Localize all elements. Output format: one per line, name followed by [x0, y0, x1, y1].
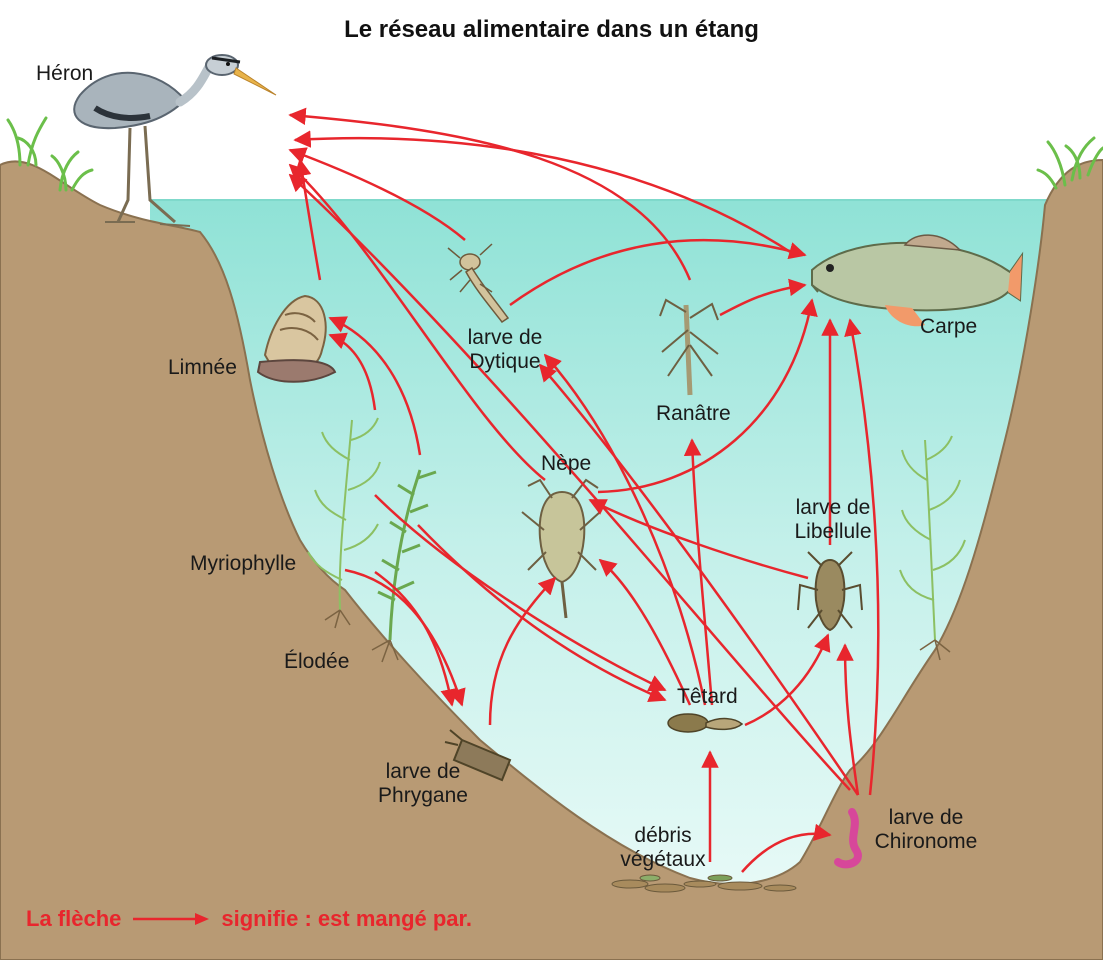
label-libellule-line2: Libellule [794, 520, 871, 544]
legend-prefix: La flèche [26, 906, 121, 932]
label-phrygane-line1: larve de [378, 760, 468, 784]
label-chironome-line1: larve de [875, 806, 978, 830]
label-nepe: Nèpe [541, 452, 591, 476]
label-debris: débris végétaux [620, 824, 705, 872]
label-phrygane-line2: Phrygane [378, 784, 468, 808]
legend-suffix: signifie : est mangé par. [221, 906, 472, 932]
label-phrygane: larve de Phrygane [378, 760, 468, 808]
label-libellule: larve de Libellule [794, 496, 871, 544]
legend-arrow-icon [131, 912, 211, 926]
label-myriophylle: Myriophylle [190, 552, 296, 576]
label-dytique-line1: larve de [468, 326, 543, 350]
diagram-title: Le réseau alimentaire dans un étang [0, 16, 1103, 44]
label-debris-line1: débris [620, 824, 705, 848]
label-elodee: Élodée [284, 650, 349, 674]
label-chironome: larve de Chironome [875, 806, 978, 854]
label-dytique: larve de Dytique [468, 326, 543, 374]
label-dytique-line2: Dytique [468, 350, 543, 374]
label-carpe: Carpe [920, 315, 977, 339]
label-chironome-line2: Chironome [875, 830, 978, 854]
label-libellule-line1: larve de [794, 496, 871, 520]
label-debris-line2: végétaux [620, 848, 705, 872]
label-ranatre: Ranâtre [656, 402, 731, 426]
legend: La flèche signifie : est mangé par. [26, 906, 472, 932]
label-limnee: Limnée [168, 356, 237, 380]
label-tetard: Têtard [677, 685, 738, 709]
label-heron: Héron [36, 62, 93, 86]
